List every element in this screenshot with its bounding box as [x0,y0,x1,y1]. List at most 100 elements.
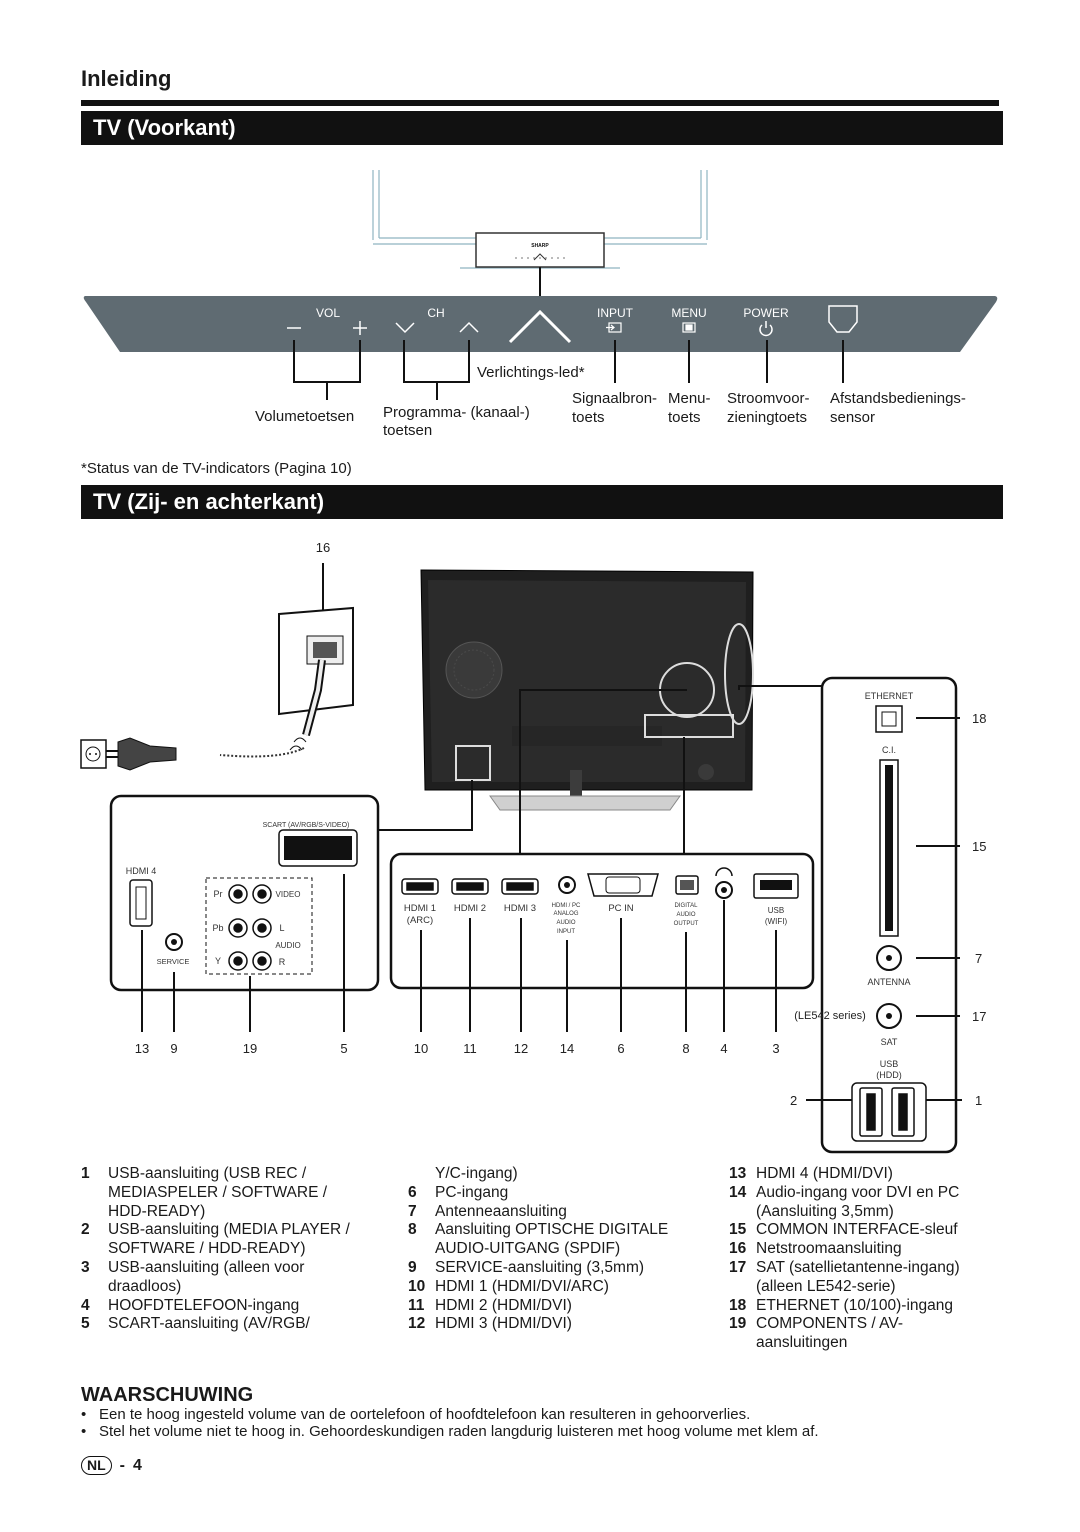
legend-number: 2 [81,1221,90,1239]
channel-up-icon [459,321,479,333]
power-callout-2: zieningtoets [727,409,808,426]
legend-text: Y/C-ingang) [435,1165,518,1182]
header-rule [81,100,999,106]
rca-jacks [228,884,272,971]
sensor-callout-1: Afstandsbedienings- [830,390,966,407]
legend-number: 5 [81,1315,90,1333]
legend-item: 11 HDMI 2 (HDMI/DVI) [408,1297,708,1316]
side-panel-frame [820,676,958,1154]
legend-text: HDMI 2 (HDMI/DVI) [435,1296,572,1314]
power-callout-1: Stroomvoor- [727,390,810,407]
legend-number: 6 [408,1183,417,1201]
left-panel-callout-lines [141,874,345,1032]
front-diagram: SHARP VOL CH INPUT MENU POWER [83,170,998,400]
warning-title: WAARSCHUWING [81,1384,254,1406]
vol-label: VOL [316,306,340,320]
legend-text: ETHERNET (10/100)-ingang [756,1296,953,1314]
hdmi-pc-label-4: INPUT [557,929,575,935]
audio-label: AUDIO [275,941,300,950]
usb-hdd-label: USB [880,1059,899,1069]
legend-number: 10 [408,1277,426,1295]
legend-text: USB-aansluiting (MEDIA PLAYER /SOFTWARE … [108,1221,350,1258]
left-panel-frame [109,794,380,992]
callout-7: 7 [975,951,982,966]
callout-2: 2 [790,1093,797,1108]
tv-front-control-strip: SHARP [475,232,605,268]
warning-bullet-2: •Stel het volume niet te hoog in. Gehoor… [81,1423,819,1440]
hdmi-pc-label-2: ANALOG [553,911,578,917]
legend-number: 14 [729,1183,747,1201]
callout-10: 10 [414,1041,428,1056]
power-label: POWER [743,306,789,320]
legend-item: 4 HOOFDTELEFOON-ingang [81,1297,381,1316]
hdmi1-label: HDMI 1 [404,903,436,914]
arc-label: (ARC) [407,915,433,926]
scart-label: SCART (AV/RGB/S-VIDEO) [263,822,350,829]
legend-item: 16 Netstroomaansluiting [729,1240,999,1259]
input-icon [606,322,622,333]
program-callout-2: toetsen [383,422,433,439]
volume-up-icon [353,321,367,335]
page-number: NL - 4 [81,1456,142,1475]
legend-text: Netstroomaansluiting [756,1240,902,1258]
channel-down-icon [395,322,415,334]
rear-title-banner: TV (Zij- en achterkant) [81,485,1003,519]
remote-sensor-icon [828,305,858,333]
callout-6: 6 [617,1041,624,1056]
rear-numbers: 18 15 7 17 2 1 13 9 19 5 10 11 12 14 6 8… [135,711,987,1108]
brand-logo: SHARP [531,243,549,249]
side-panel-callout-lines [806,717,962,1101]
legend-number: 16 [729,1240,747,1258]
legend-number: 1 [81,1165,90,1182]
legend-number [408,1165,435,1184]
menu-icon [682,322,696,333]
led-chevron-icon [508,309,572,344]
legend-number: 19 [729,1315,747,1333]
legend-number: 4 [81,1296,90,1314]
wifi-label: (WIFI) [765,917,788,926]
ethernet-port [875,705,903,733]
callout-9: 9 [170,1041,177,1056]
r-label: R [279,957,286,967]
pcin-label: PC IN [608,903,633,914]
menu-label: MENU [671,306,706,320]
sat-label: SAT [881,1037,898,1047]
hdmi-ports [401,878,539,895]
service-label: SERVICE [157,957,190,966]
callout-18: 18 [972,711,986,726]
legend-text: USB-aansluiting (USB REC /MEDIASPELER / … [108,1165,328,1220]
legend-number: 7 [408,1202,417,1220]
pr-label: Pr [214,889,223,899]
legend-number: 8 [408,1221,417,1239]
legend-number: 17 [729,1258,747,1276]
digital-label-1: DIGITAL [675,903,699,909]
legend-item: Y/C-ingang) [408,1165,708,1184]
volume-callout: Volumetoetsen [255,408,355,425]
bottom-panel-callout-lines [420,900,777,1032]
power-cord-illustration [80,606,354,771]
menu-callout-1: Menu- [668,390,711,407]
legend-number: 12 [408,1315,426,1333]
hdmi-pc-label-1: HDMI / PC [552,903,581,909]
legend-text: PC-ingang [435,1183,509,1201]
pb-label: Pb [212,923,223,933]
legend-number: 13 [729,1165,747,1182]
sensor-callout-2: sensor [830,409,876,426]
component-group-frame [205,877,313,975]
digital-label-2: AUDIO [676,912,695,918]
legend-text: HOOFDTELEFOON-ingang [108,1296,300,1314]
legend-text: Antenneaansluiting [435,1202,567,1220]
callout-14: 14 [560,1041,574,1056]
legend-item: 7 Antenneaansluiting [408,1203,708,1222]
warning-bullet-1: •Een te hoog ingesteld volume van de oor… [81,1406,751,1423]
legend-number: 11 [408,1296,425,1314]
input-label: INPUT [597,306,634,320]
